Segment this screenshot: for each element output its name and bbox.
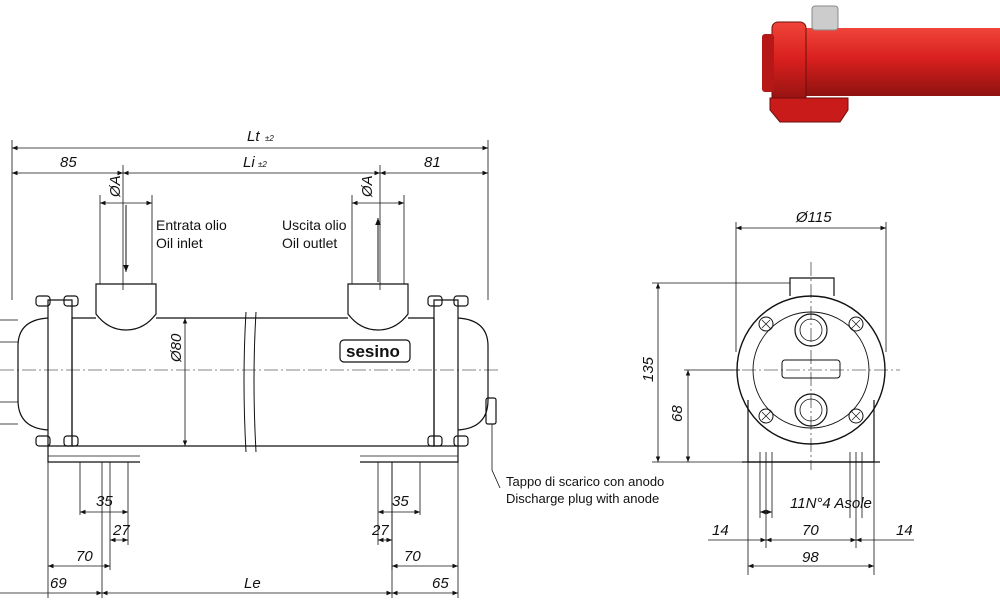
render-flange: [762, 34, 774, 92]
dim-w14-right: 14: [896, 522, 913, 539]
brand-badge: sesino: [339, 339, 411, 363]
dim-phi80: Ø80: [168, 333, 185, 363]
dim-bottom-65: 65: [432, 575, 449, 592]
dim-h68: 68: [669, 405, 686, 422]
render-foot: [769, 97, 849, 123]
dim-phi-a-inlet: ØA: [107, 175, 124, 198]
dim-w98: 98: [802, 549, 819, 566]
inlet-port: [95, 283, 157, 331]
dim-slots: 11N°4 Asole: [790, 495, 872, 512]
label-inlet-it: Entrata olio: [156, 217, 227, 233]
label-drain-it: Tappo di scarico con anodo: [506, 474, 664, 489]
dim-li-tol: ±2: [258, 160, 267, 169]
render-head: [771, 21, 807, 105]
label-inlet-en: Oil inlet: [156, 235, 203, 251]
render-shell: [800, 28, 1000, 96]
dim-foot-70-right: 70: [404, 548, 421, 565]
dim-foot-hole-left: 35: [96, 493, 113, 510]
label-drain-en: Discharge plug with anode: [506, 491, 659, 506]
dim-le: Le: [244, 575, 261, 592]
dim-w70: 70: [802, 522, 819, 539]
dim-foot-hole-right: 35: [392, 493, 409, 510]
dim-lt-tol: ±2: [265, 134, 274, 143]
drain-plug: [485, 397, 497, 425]
end-view: [652, 222, 914, 575]
dim-left-head: 85: [60, 154, 77, 171]
bolts: [758, 316, 864, 424]
side-view: [0, 140, 501, 598]
dim-right-head: 81: [424, 154, 441, 171]
dim-w14-left: 14: [712, 522, 729, 539]
product-render: [762, 5, 1000, 123]
dim-foot-27-left: 27: [112, 522, 130, 539]
dim-foot-70-left: 70: [76, 548, 93, 565]
label-outlet-en: Oil outlet: [282, 235, 337, 251]
dim-li: Li: [243, 154, 255, 171]
brand-name: sesino: [346, 342, 400, 361]
label-outlet-it: Uscita olio: [282, 217, 347, 233]
dim-foot-27-right: 27: [371, 522, 389, 539]
render-port: [811, 5, 839, 31]
dim-phi-a-outlet: ØA: [359, 175, 376, 198]
dim-h135: 135: [640, 356, 657, 382]
outlet-port: [347, 283, 409, 331]
dim-phi115: Ø115: [795, 209, 832, 226]
dim-bottom-69: 69: [50, 575, 67, 592]
dim-lt: Lt: [247, 128, 260, 145]
